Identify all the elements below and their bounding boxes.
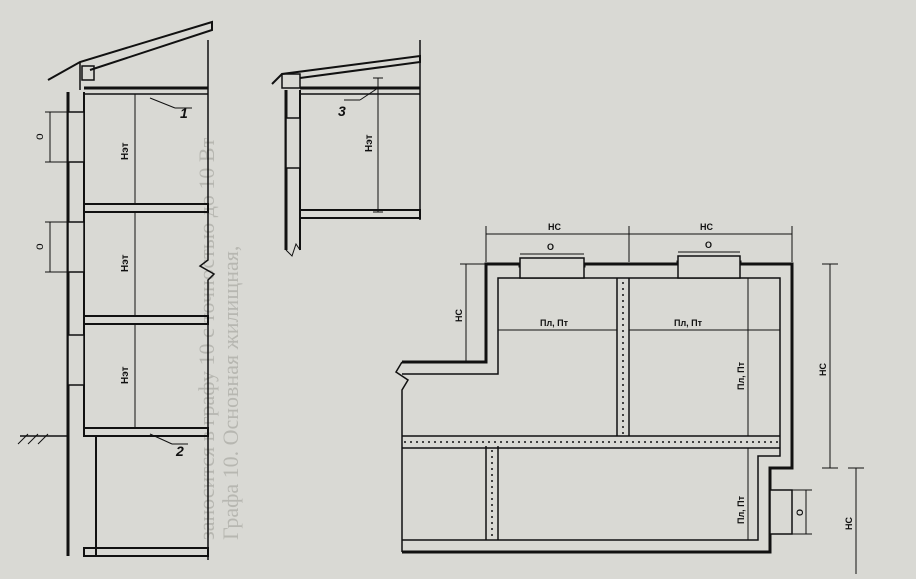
window-height-label-2: о (32, 243, 46, 250)
attic-detail (271, 40, 421, 257)
ghost-text-line-2: заносится в графу 10 с точностью до 10 В… (194, 137, 219, 540)
outer-dim-label-top-1: НС (548, 222, 561, 232)
ghost-text-line-1: Графа 10. Основная жилищная, (218, 246, 243, 540)
floor-height-label-attic: Нэт (364, 134, 375, 152)
callout-3: 3 (338, 103, 346, 119)
room-dim-label-1: Пл, Пт (540, 318, 569, 328)
outer-dim-label-left: НС (454, 309, 464, 322)
ghost-text-background: Графа 10. Основная жилищная, заносится в… (194, 137, 243, 540)
opening-label-top-1: О (547, 242, 554, 252)
opening-label-top-2: О (705, 240, 712, 250)
window-height-label-1: о (32, 133, 46, 140)
floor-plan (394, 226, 864, 574)
outer-dim-label-right-2: НС (844, 517, 854, 530)
callout-2: 2 (175, 443, 184, 459)
callout-1: 1 (180, 105, 188, 121)
floor-height-label-3: Нэт (120, 366, 131, 384)
opening-label-right: О (795, 509, 805, 516)
room-dim-label-4: Пл, Пт (736, 495, 746, 524)
room-dim-label-3: Пл, Пт (736, 361, 746, 390)
building-section (17, 20, 216, 560)
outer-dim-label-top-2: НС (700, 222, 713, 232)
floor-height-label-1: Нэт (120, 142, 131, 160)
floor-height-label-2: Нэт (120, 254, 131, 272)
room-dim-label-2: Пл, Пт (674, 318, 703, 328)
outer-dim-label-right-1: НС (818, 363, 828, 376)
